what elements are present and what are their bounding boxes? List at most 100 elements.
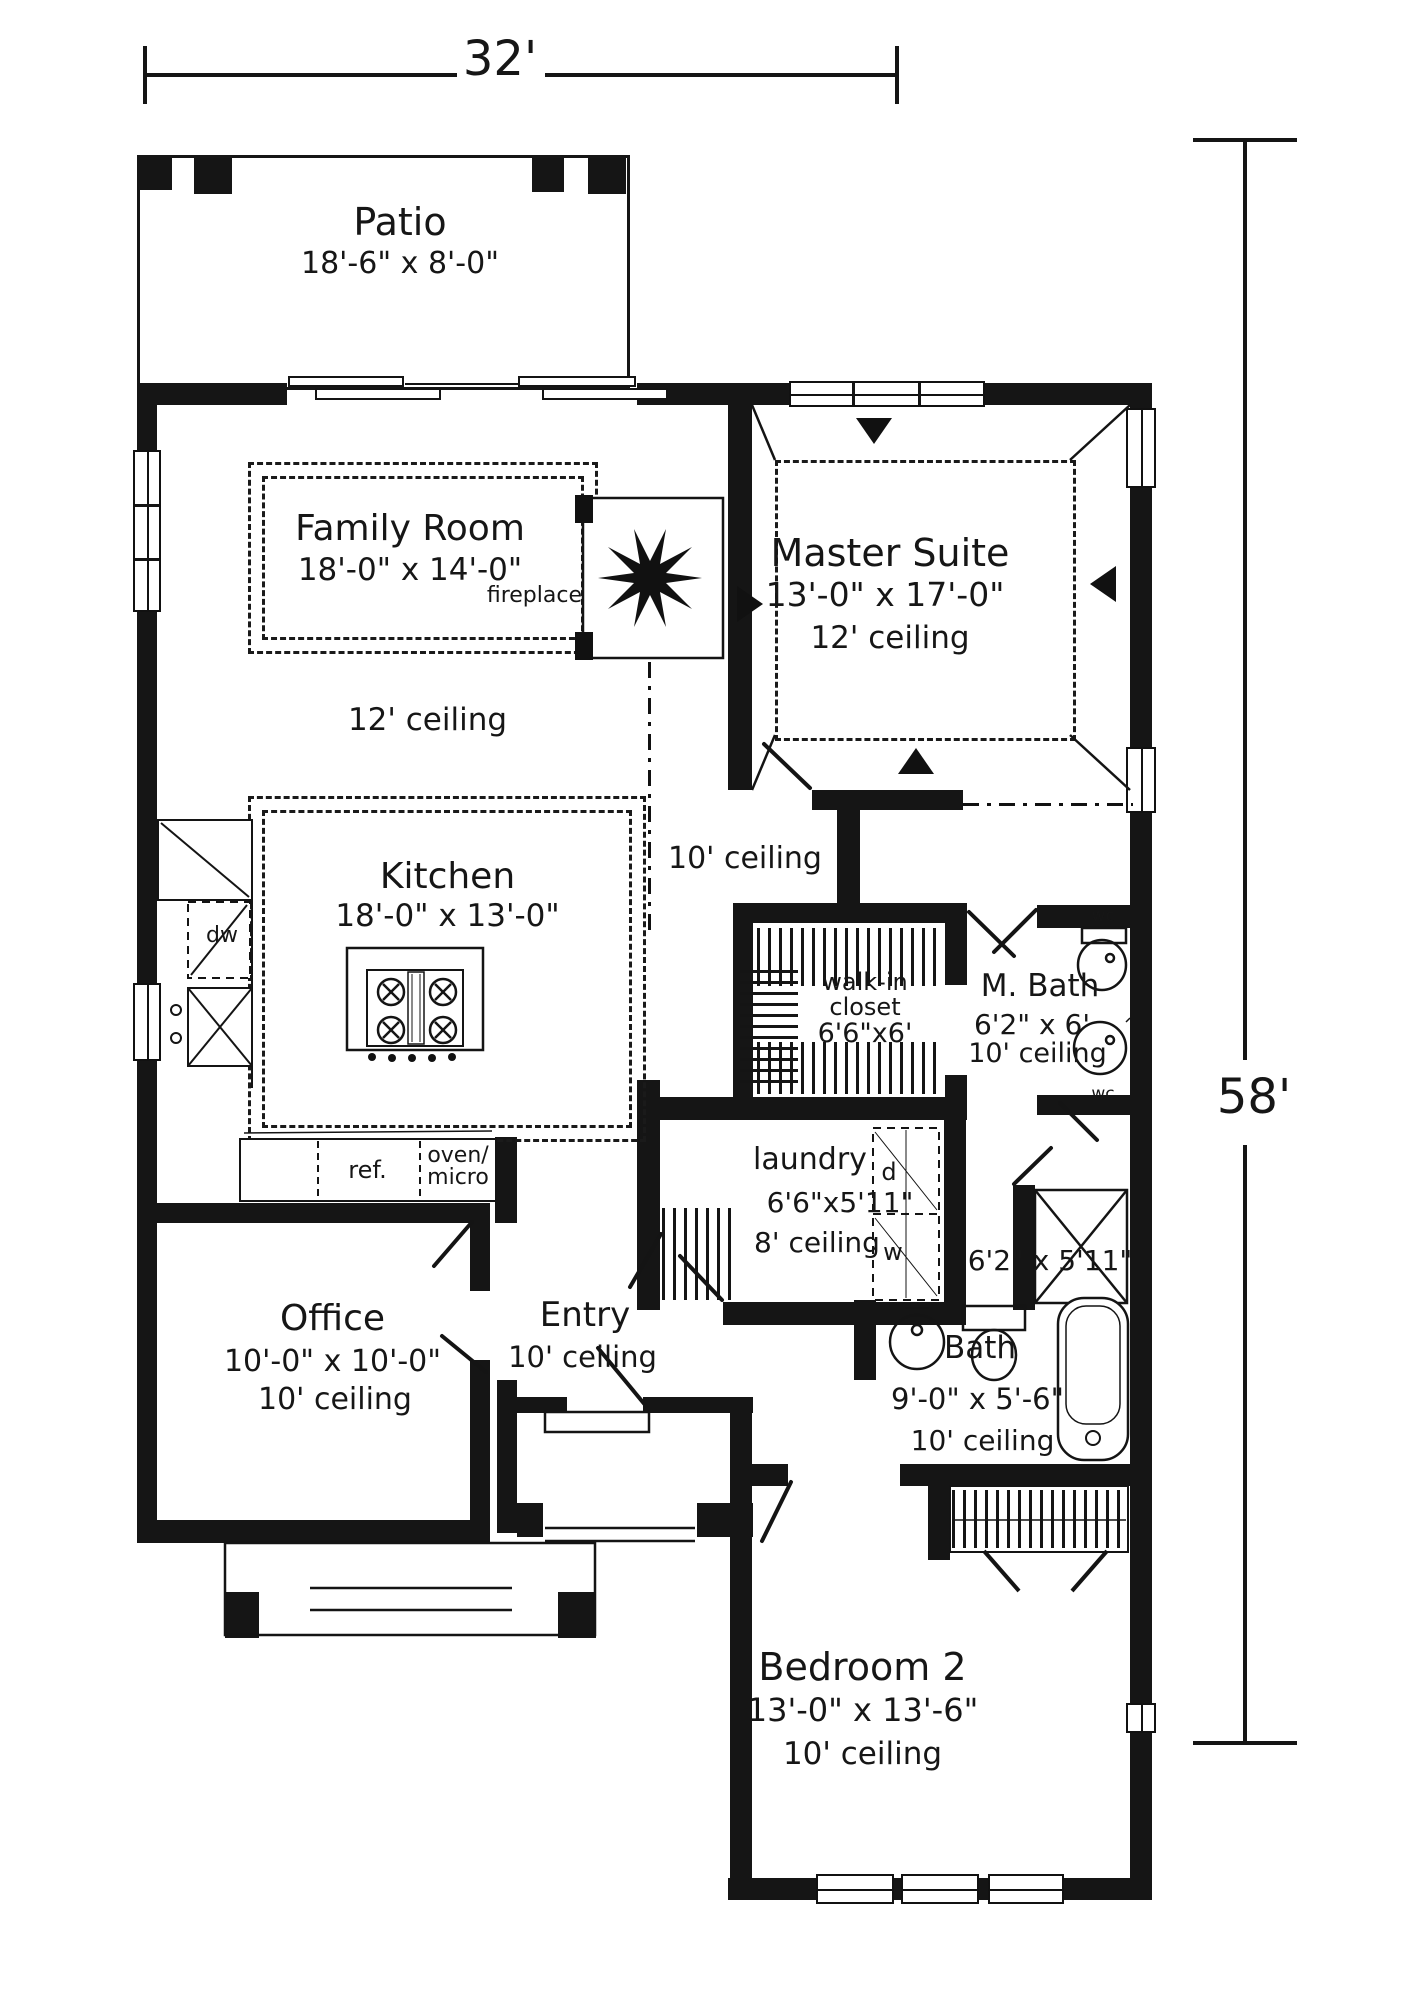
- master-bath-ceiling: 10' ceiling: [968, 1038, 1107, 1069]
- kitchen-size: 18'-0" x 13'-0": [335, 898, 560, 934]
- bedroom2-ceiling: 10' ceiling: [782, 1736, 943, 1772]
- office-ceiling: 10' ceiling: [258, 1382, 412, 1417]
- tray-corner-lines: [750, 404, 1131, 791]
- wall-laundry-top: [660, 1097, 967, 1120]
- dryer-label: d: [881, 1158, 897, 1186]
- master-bath-size: 6'2" x 6': [973, 1008, 1091, 1041]
- bath-sink-icon: [888, 1307, 946, 1371]
- dim-width-label: 32': [462, 31, 538, 87]
- wall: [928, 1486, 950, 1560]
- kitchen-sink-icon: [170, 987, 253, 1067]
- window: [133, 450, 161, 612]
- bath-toilet-icon: [961, 1304, 1027, 1382]
- family-room-size: 18'-0" x 14'-0": [297, 552, 523, 588]
- shower-size: 6'2" x 5'11": [967, 1244, 1133, 1277]
- bedroom2-size: 13'-0" x 13'-6": [746, 1691, 979, 1729]
- wall: [517, 1503, 543, 1537]
- wall-kitchen-bottom: [137, 1203, 490, 1223]
- mbath-sink-icon: [1072, 1017, 1131, 1076]
- tray-arrow-right: [737, 586, 763, 622]
- office-porch: [223, 1541, 597, 1637]
- wall-office-bottom: [137, 1520, 490, 1543]
- family-room-ceiling: 12' ceiling: [347, 702, 508, 738]
- window-divider: [135, 504, 159, 507]
- patio-label: Patio: [353, 200, 447, 244]
- window: [133, 983, 161, 1061]
- bath-ceiling: 10' ceiling: [910, 1424, 1055, 1457]
- patio-pillar: [140, 156, 172, 190]
- walkin-closet-size: 6'6"x6': [817, 1018, 913, 1049]
- office-label: Office: [279, 1298, 386, 1339]
- office-size: 10'-0" x 10'-0": [223, 1344, 442, 1379]
- bath-size: 9'-0" x 5'-6": [891, 1382, 1064, 1416]
- dim-top-tick-right: [895, 46, 899, 104]
- bedroom-closet-rod: [952, 1490, 1126, 1548]
- wall: [470, 1203, 490, 1291]
- entry-label: Entry: [539, 1295, 631, 1335]
- wall: [137, 383, 287, 405]
- wall: [637, 1080, 660, 1310]
- bedroom2-label: Bedroom 2: [758, 1645, 967, 1689]
- window-divider: [135, 558, 159, 561]
- wall: [1013, 1185, 1035, 1310]
- stove-island-icon: [345, 946, 485, 1062]
- walkin-closet-label: closet: [829, 993, 901, 1021]
- wall-entry-left: [497, 1380, 517, 1533]
- laundry-label: laundry: [753, 1142, 867, 1177]
- dim-right-line: [1243, 1145, 1247, 1743]
- oven-micro-label: oven/: [427, 1143, 489, 1168]
- wall: [495, 1137, 517, 1223]
- bedroom-closet: [949, 1485, 1129, 1593]
- washer-dryer-icon: [872, 1127, 940, 1301]
- master-tray-ceiling: [775, 460, 1076, 741]
- wall: [697, 1503, 753, 1537]
- front-door: [543, 1410, 695, 1543]
- wall: [750, 1464, 788, 1486]
- shower-icon: [1033, 1188, 1129, 1305]
- wall: [944, 1120, 966, 1302]
- wall-closet-top: [733, 903, 967, 923]
- dim-top-tick-left: [143, 46, 147, 104]
- ceiling-break-line: [963, 803, 1133, 806]
- porch-wall: [558, 1592, 596, 1638]
- family-room-label: Family Room: [295, 508, 525, 549]
- window: [988, 1874, 1064, 1904]
- wall-mbath-bottom: [1037, 1095, 1130, 1115]
- master-suite-label: Master Suite: [770, 531, 1010, 575]
- wall-left: [137, 388, 157, 1543]
- dishwasher-icon: [187, 901, 251, 979]
- wc-label: wc: [1091, 1084, 1115, 1104]
- wall: [470, 1360, 490, 1520]
- window: [1126, 408, 1156, 488]
- wall: [637, 383, 789, 405]
- washer-label: w: [883, 1238, 903, 1266]
- toilet-icon: [1076, 926, 1128, 992]
- laundry-ceiling: 8' ceiling: [754, 1226, 880, 1259]
- master-suite-ceiling: 12' ceiling: [810, 620, 970, 656]
- wc-label: wc: [1091, 906, 1115, 926]
- coat-closet-rod: [662, 1208, 732, 1300]
- window-master-top: [789, 381, 985, 407]
- tray-arrow-down: [856, 418, 892, 444]
- wall-master-bottom: [812, 790, 963, 810]
- wall: [837, 810, 860, 905]
- fireplace-icon: [575, 495, 725, 660]
- wall-entry-front: [517, 1397, 567, 1413]
- wall-mbath-top: [1037, 905, 1130, 928]
- dim-right-line: [1243, 140, 1247, 1060]
- kitchen-label: Kitchen: [379, 856, 516, 897]
- wall: [854, 1300, 876, 1380]
- window: [1126, 1703, 1156, 1733]
- dishwasher-label: dw: [206, 923, 238, 948]
- bath-label: Bath: [943, 1330, 1017, 1366]
- porch-wall: [225, 1592, 259, 1638]
- fridge-label: ref.: [348, 1156, 387, 1184]
- window-divider: [852, 383, 855, 405]
- dim-top-line: [545, 73, 897, 77]
- dim-right-tick-top: [1193, 138, 1297, 142]
- hall-ceiling: 10' ceiling: [668, 841, 822, 876]
- bathtub-icon: [1056, 1296, 1130, 1462]
- wall-entry-front: [643, 1397, 753, 1413]
